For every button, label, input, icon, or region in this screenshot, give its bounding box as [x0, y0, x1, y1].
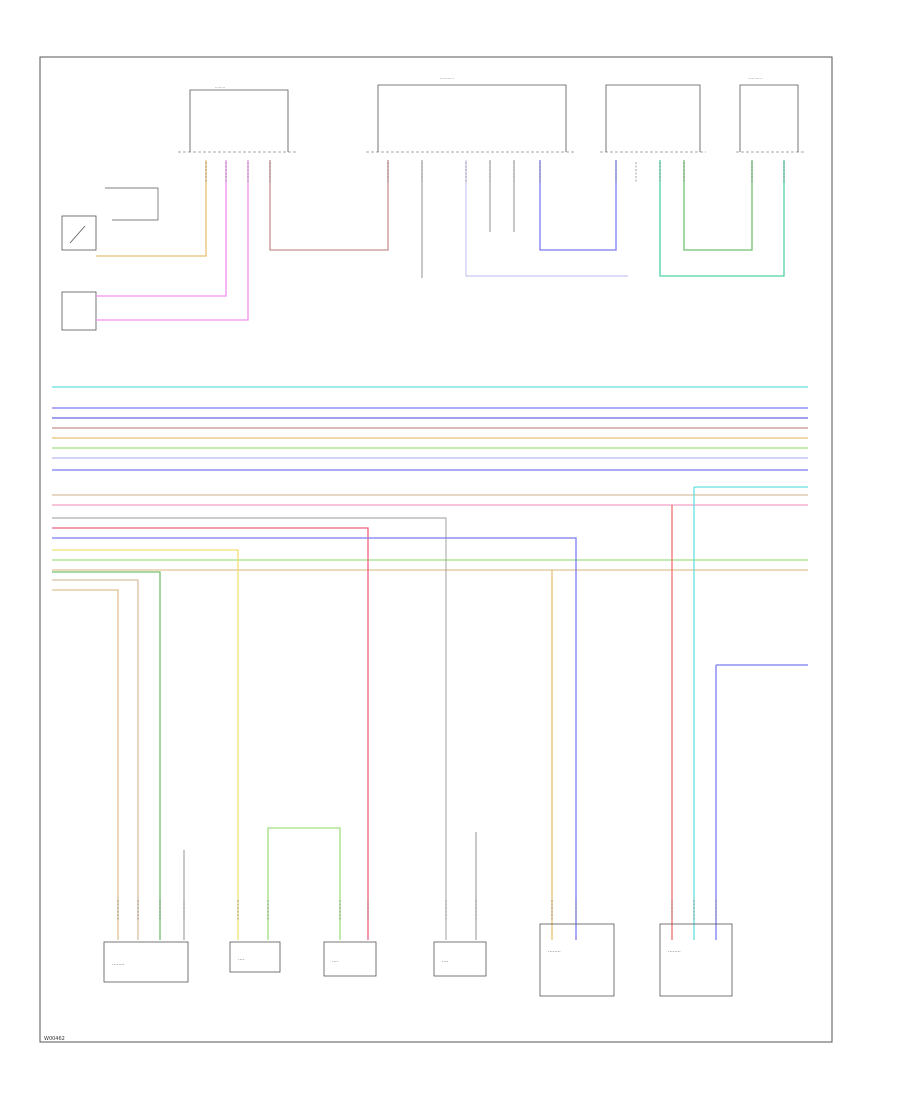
top-wires — [96, 160, 785, 321]
drop-blu-wht — [52, 537, 577, 940]
top-left-module-label: ........ — [215, 84, 225, 89]
bottom-module-label-2: .... — [238, 956, 245, 962]
wire-brn-red-top — [269, 160, 389, 251]
drop-gry — [52, 517, 447, 940]
drop-orn-blu — [52, 589, 119, 940]
wire-grn-blk-top — [683, 160, 753, 251]
top-center-module: ........... — [366, 75, 576, 153]
drop-grn-blk — [52, 571, 161, 940]
drop-red-blk — [52, 527, 369, 940]
bottom-module-3 — [323, 941, 377, 977]
wire-wht-blu-top — [465, 160, 628, 277]
wire-drops — [52, 486, 808, 940]
drop-blu-wht-right — [715, 664, 808, 940]
bottom-module-label-6: ........ — [668, 948, 681, 954]
bottom-module-label-3: .... — [332, 958, 339, 964]
wire-tan-yel-top — [96, 160, 207, 257]
bottom-module-label-5: ........ — [548, 948, 561, 954]
wire-blu-wht-top — [539, 160, 617, 251]
bottom-module-6 — [659, 923, 733, 997]
top-center-module-label: ........... — [440, 75, 454, 80]
bottom-module-label-4: .... — [442, 958, 449, 964]
bottom-module-4 — [433, 941, 487, 977]
drop-brn-yel — [52, 579, 139, 940]
bottom-module-5 — [539, 923, 615, 997]
bottom-module-2 — [229, 941, 281, 973]
diagram-id: W00462 — [44, 1036, 65, 1042]
top-right-module-b: ........... — [736, 75, 804, 153]
left-sensor-component — [61, 291, 97, 331]
wire-pnk-top-1 — [96, 160, 227, 297]
drop-dk-grn-yel — [267, 827, 341, 940]
wire-pnk-top-2 — [96, 160, 249, 321]
top-right-module-label: ........... — [748, 75, 762, 80]
diagram-frame — [39, 56, 833, 1043]
bottom-module-label-1: ........ — [112, 961, 125, 967]
bottom-modules: .................................... — [103, 923, 733, 997]
drop-yel-blk — [52, 549, 239, 940]
bottom-module-1 — [103, 941, 189, 983]
wire-bus — [52, 386, 808, 571]
wire-grn-wht-top — [659, 160, 785, 277]
top-left-module: ........ — [178, 84, 296, 153]
drop-lt-blu-wht — [693, 486, 808, 940]
top-right-module-a — [600, 84, 706, 153]
left-switch-component — [61, 187, 159, 251]
